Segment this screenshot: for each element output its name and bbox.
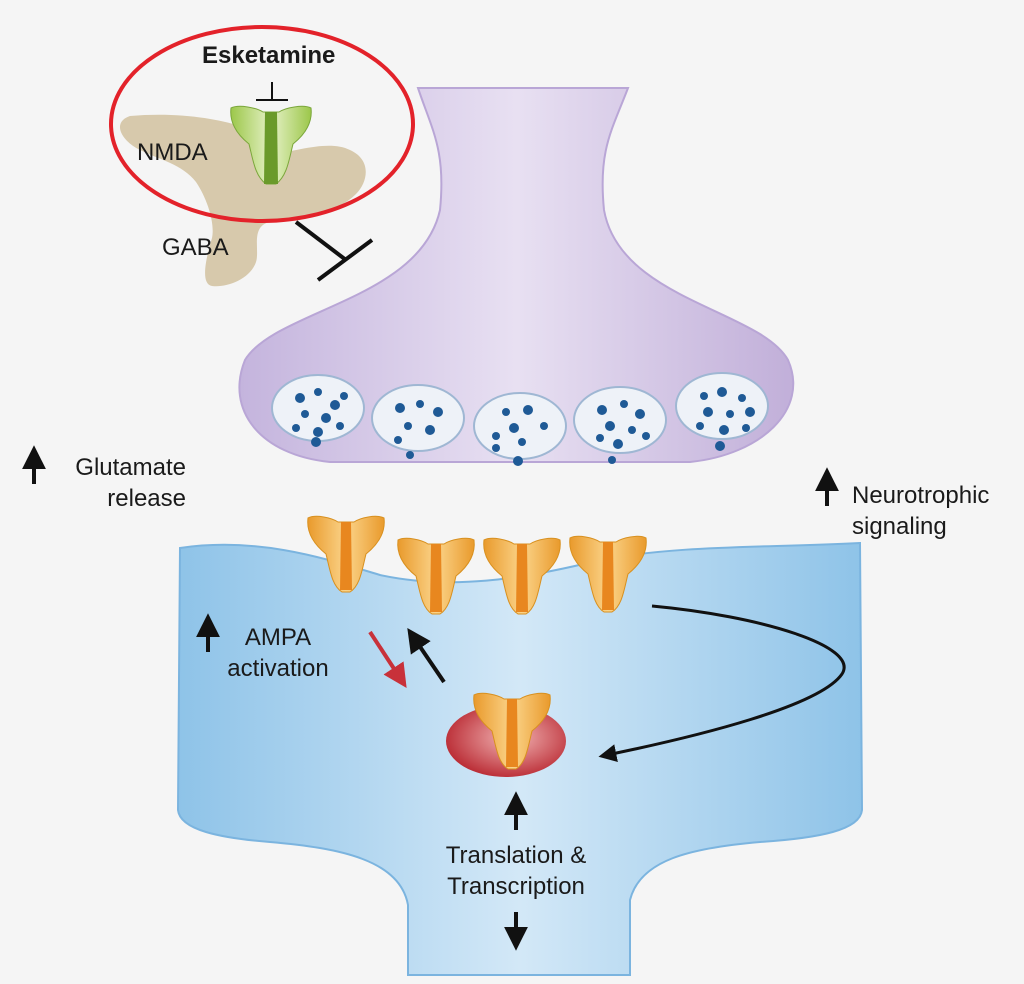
ampa-receptors [307,515,647,615]
ampa-receptor [483,537,561,615]
ampa-activation-label: AMPA activation [216,622,340,684]
presynaptic-terminal [238,87,795,463]
translation-label-line2: Transcription [447,873,585,901]
esketamine-label: Esketamine [202,42,336,69]
neurotrophic-label-line2: signaling [852,513,947,541]
signaling-curve-arrow [598,604,846,762]
ampa-label-line1: AMPA [244,624,312,651]
gaba-interneuron [119,114,366,287]
nmda-label: NMDA [137,139,208,166]
neurotrophic-label-line1: Neurotrophic [852,482,990,509]
ampa-receptor [569,535,647,613]
vesicle [473,392,567,460]
ampa-receptor [397,537,475,615]
translation-transcription-label: Translation & Transcription [420,840,612,902]
ampa-receptor [307,515,385,593]
nmda-receptor [230,105,312,185]
internal-receptor [446,692,566,777]
synaptic-vesicles [271,372,769,466]
inhibition-bar-icon [256,82,288,101]
glutamate-release-label: Glutamate release [52,452,186,514]
ampa-label-line2: activation [227,655,329,683]
translation-label-line1: Translation & [445,842,587,869]
insertion-arrow [407,628,446,684]
inhibition-bar-icon [294,220,374,282]
neurotrophic-signaling-label: Neurotrophic signaling [852,480,989,542]
glutamate-label-line2: release [107,485,186,513]
vesicle [371,384,465,452]
highlight-circle [109,25,415,223]
gaba-label: GABA [162,234,229,261]
internalization-arrow [368,630,407,689]
glutamate-label-line1: Glutamate [75,454,186,481]
